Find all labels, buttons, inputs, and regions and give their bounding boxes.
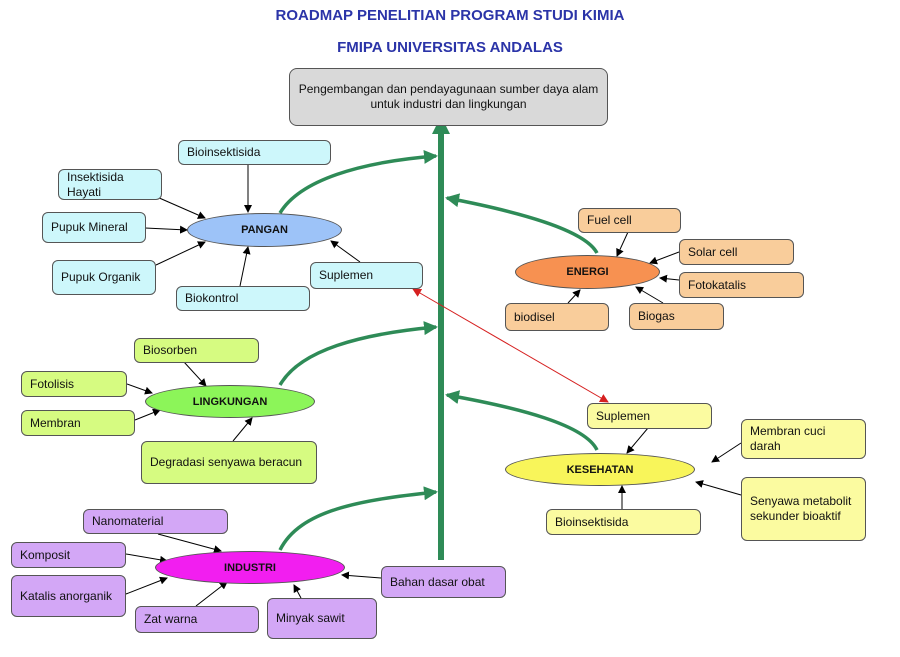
arrow-biogas-energi: [635, 286, 664, 304]
kesehatan-branch-arrow: [445, 390, 599, 451]
arrow-biokontrol-pangan: [239, 246, 251, 287]
energi-item-solar-cell: Solar cell: [679, 239, 794, 265]
arrow-metabolit-kesehatan: [695, 480, 742, 496]
kesehatan-item-bioinsektisida: Bioinsektisida: [546, 509, 701, 535]
title-line-2: FMIPA UNIVERSITAS ANDALAS: [337, 39, 563, 56]
kesehatan-node: KESEHATAN: [505, 453, 695, 486]
energi-item-fotokatalis: Fotokatalis: [679, 272, 804, 298]
energi-item-biogas: Biogas: [629, 303, 724, 330]
kesehatan-item-metabolit: Senyawa metabolit sekunder bioaktif: [741, 477, 866, 541]
arrow-membran-lingkungan: [134, 408, 161, 421]
kesehatan-item-membran-cuci-darah: Membran cuci darah: [741, 419, 866, 459]
arrow-bahandasar-industri: [341, 571, 382, 580]
lingkungan-item-membran: Membran: [21, 410, 135, 436]
industri-item-zat-warna: Zat warna: [135, 606, 259, 633]
arrow-pupukorganik-pangan: [155, 241, 206, 266]
arrow-insektisida-pangan: [156, 196, 206, 219]
pangan-item-pupuk-mineral: Pupuk Mineral: [42, 212, 146, 243]
industri-item-minyak-sawit: Minyak sawit: [267, 598, 377, 639]
industri-branch-arrow: [278, 486, 438, 551]
arrow-degradasi-lingkungan: [232, 417, 253, 442]
energi-item-biodisel: biodisel: [505, 303, 609, 331]
pangan-item-insektisida-hayati: Insektisida Hayati: [58, 169, 162, 200]
pangan-item-pupuk-organik: Pupuk Organik: [52, 260, 156, 295]
arrow-zatwarna-industri: [195, 581, 228, 607]
industri-item-komposit: Komposit: [11, 542, 126, 568]
arrow-suplemen-pangan: [330, 240, 361, 263]
arrow-biodisel-energi: [567, 289, 581, 304]
kesehatan-item-suplemen: Suplemen: [587, 403, 712, 429]
suplemen-cross-link: [412, 288, 609, 403]
arrow-suplemen-kesehatan: [626, 427, 649, 454]
industri-item-nanomaterial: Nanomaterial: [83, 509, 228, 534]
arrow-minyaksawit-industri: [293, 584, 302, 599]
arrow-nanomaterial-industri: [157, 533, 222, 554]
pangan-item-suplemen: Suplemen: [310, 262, 423, 289]
lingkungan-item-biosorben: Biosorben: [134, 338, 259, 363]
arrow-solarcell-energi: [649, 251, 680, 265]
energi-item-fuel-cell: Fuel cell: [578, 208, 681, 233]
energi-branch-arrow: [445, 193, 599, 254]
industri-item-bahan-dasar-obat: Bahan dasar obat: [381, 566, 506, 598]
pangan-item-bioinsektisida: Bioinsektisida: [178, 140, 331, 165]
goal-box: Pengembangan dan pendayagunaan sumber da…: [289, 68, 608, 126]
industri-item-katalis-anorganik: Katalis anorganik: [11, 575, 126, 617]
arrow-membrancuci-kesehatan: [711, 442, 742, 463]
arrow-fotolisis-lingkungan: [126, 383, 153, 395]
pangan-node: PANGAN: [187, 213, 342, 247]
arrow-biosorben-lingkungan: [183, 361, 207, 387]
title-line-1: ROADMAP PENELITIAN PROGRAM STUDI KIMIA: [275, 7, 625, 24]
arrow-fuelcell-energi: [616, 231, 629, 257]
arrow-katalis-industri: [125, 576, 168, 595]
arrow-pupukmineral-pangan: [144, 225, 188, 234]
arrow-komposit-industri: [125, 553, 168, 564]
industri-node: INDUSTRI: [155, 551, 345, 584]
lingkungan-item-degradasi: Degradasi senyawa beracun: [141, 441, 317, 484]
lingkungan-item-fotolisis: Fotolisis: [21, 371, 127, 397]
energi-node: ENERGI: [515, 255, 660, 289]
pangan-item-biokontrol: Biokontrol: [176, 286, 310, 311]
lingkungan-node: LINGKUNGAN: [145, 385, 315, 418]
pangan-branch-arrow: [278, 149, 438, 214]
arrow-fotokatalis-energi: [659, 274, 680, 283]
lingkungan-branch-arrow: [278, 321, 438, 386]
